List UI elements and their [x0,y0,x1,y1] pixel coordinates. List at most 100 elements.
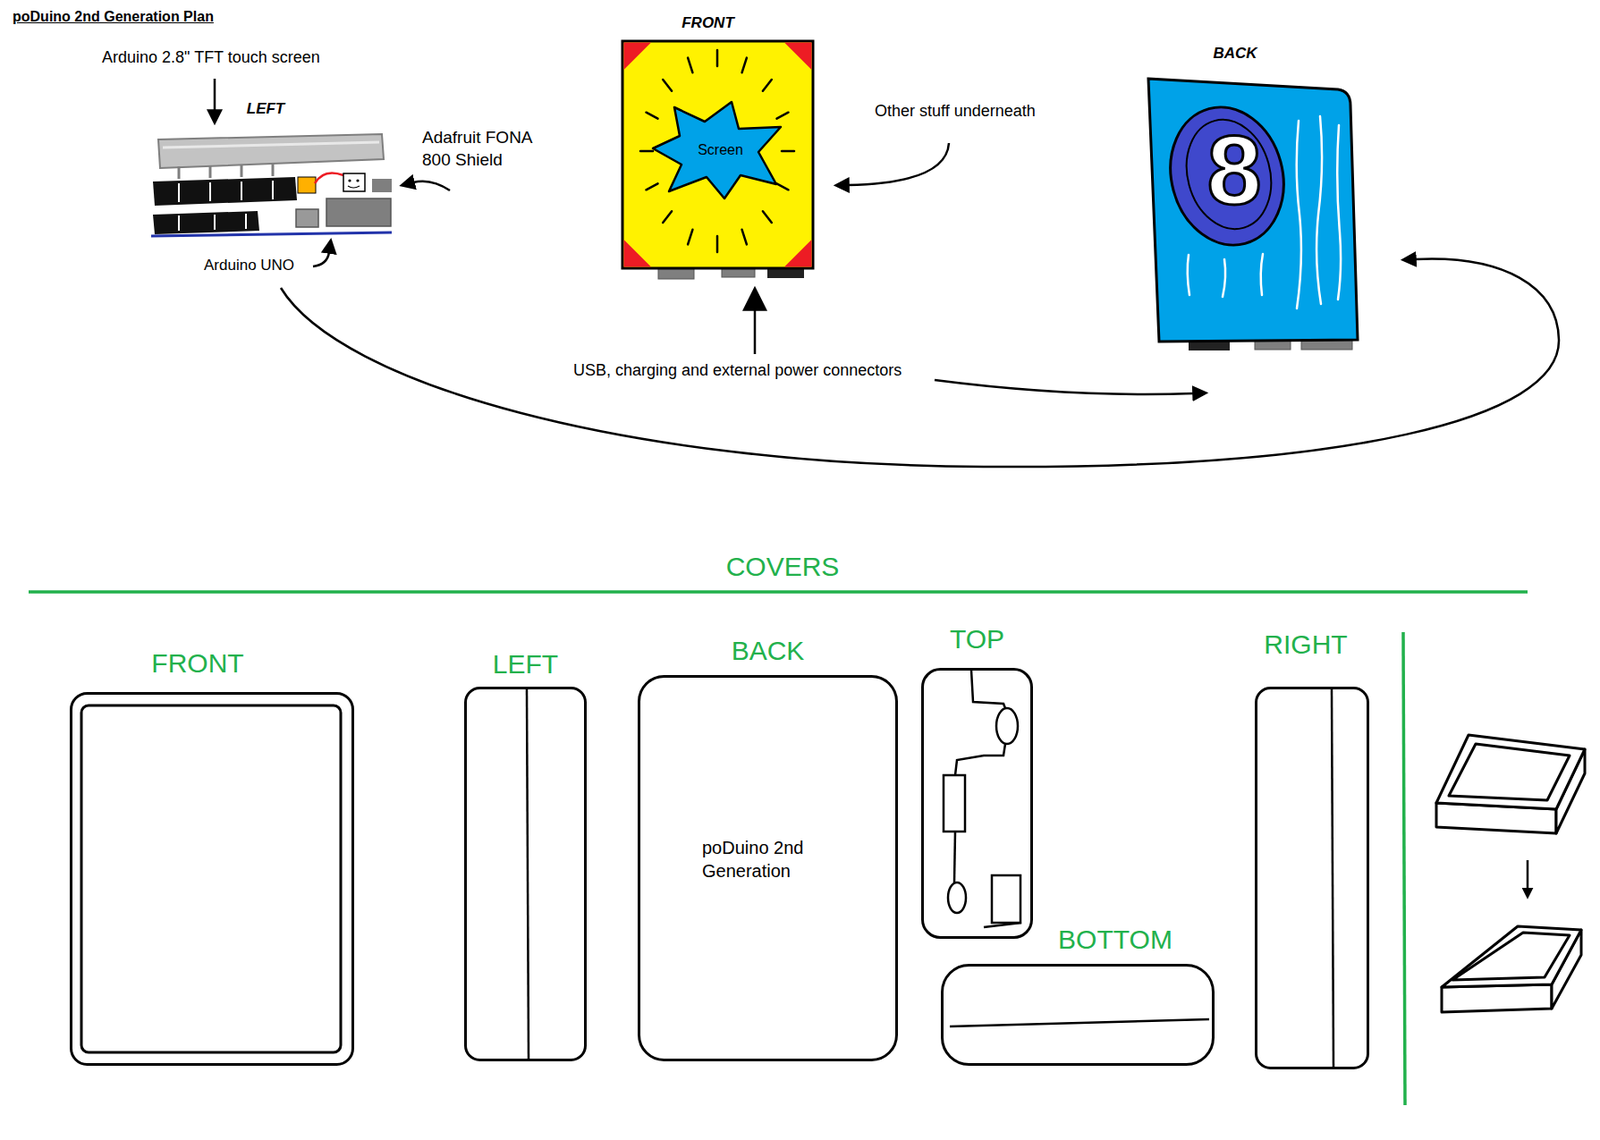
cover-heading: FRONT [0,648,448,680]
tray-arrow [1526,860,1530,889]
board-base [151,232,392,237]
header-gaps-part [240,181,243,201]
red-corner-part [784,239,813,268]
cover-panel-shape [1254,686,1370,1070]
tray-sketch-part [1436,735,1585,810]
shine-lines-part [1222,259,1226,297]
burst-strokes-part [662,79,672,92]
burst-strokes [640,50,795,253]
burst-strokes-part [640,150,653,153]
antenna-jack [372,178,392,193]
shine-lines-part [1187,254,1190,296]
header-gaps-part [213,214,216,230]
leader-arrow [753,308,757,355]
red-corner-part [624,42,652,71]
power-jack [296,209,319,228]
leader-arrow [934,380,1194,395]
callout-label: Adafruit FONA 800 Shield [422,126,561,171]
leader-arrow [280,259,1559,468]
back-view: BACK8 [1144,76,1358,342]
cover-heading: BACK [530,635,1006,668]
burst-strokes-part [762,79,772,92]
cover-fold [1331,689,1334,1067]
header-pins-part [209,165,212,178]
callout-label: Other stuff underneath [874,101,1036,122]
cover-outline [639,677,898,1061]
face-mouth [347,186,360,188]
header-pins [178,163,273,179]
header-gaps-part [177,215,180,231]
view-heading: FRONT [505,14,911,33]
burst-strokes-part [762,211,772,223]
burst-strokes-part [687,229,693,246]
port-cutouts [943,669,1022,928]
cover-panel: RIGHT [1254,686,1370,1070]
burst-strokes-part [662,211,672,223]
section-rule [1403,632,1406,1106]
cover-panel-shape [921,668,1033,940]
tray-sketch [1436,735,1585,834]
cutout-line [954,831,956,883]
screen-star: Screen [652,101,781,199]
connector [658,268,695,280]
header-gaps-part [245,213,247,229]
cover-panel: FRONT [69,692,355,1067]
cover-panel-shape [69,692,355,1067]
cover-panel: BOTTOM [940,964,1215,1067]
logo-digit: 8 [1206,120,1262,220]
header-gaps [178,213,246,231]
connector [767,268,805,279]
sim-module [343,173,365,192]
cutout-line [983,922,1022,928]
cutout-line [971,669,1006,709]
front-view: ScreenFRONT [622,41,813,269]
red-corner-part [624,239,652,268]
callout-label: Arduino 2.8" TFT touch screen [101,48,321,68]
burst-strokes-part [781,150,795,153]
cover-outline [942,965,1214,1066]
face-eye [347,178,351,182]
screen-highlight [162,142,380,148]
logo-ring [1155,94,1299,259]
leader-arrow [313,252,330,267]
tray-sketch [1441,926,1582,1013]
cutout [991,875,1021,923]
cover-panel: LEFT [464,686,587,1062]
cover-outline [1256,688,1369,1069]
view-heading: LEFT [36,100,495,119]
burst-strokes-part [777,112,789,119]
leader-arrow [847,143,949,186]
header-gaps-part [271,180,274,200]
tray-sketch-part [1441,984,1552,1013]
header-gaps-part [209,182,212,202]
red-corner-part [784,42,813,71]
board-stack [151,134,392,237]
cover-panel-shape [940,964,1215,1067]
callout-label: Arduino UNO [203,256,295,275]
face-eye [355,178,359,182]
cutout-line [955,744,1006,776]
usb-jack [326,198,391,227]
section-rule [28,590,1528,594]
header-gaps [178,180,273,203]
cover-heading: RIGHT [1141,629,1471,661]
arduino-uno-board [152,211,260,235]
front-view [622,41,813,280]
side-view: LEFT [151,132,395,240]
shine-lines-part [1296,120,1302,309]
burst-strokes-part [716,236,720,253]
header-pins-part [240,164,244,178]
screen-star [652,101,781,199]
cover-fold [949,1019,1210,1027]
cover-text: poDuino 2nd Generation [702,836,846,883]
callout-label: USB, charging and external power connect… [573,361,902,381]
cover-heading: BOTTOM [871,924,1360,957]
fona-shield [152,177,297,206]
view-heading: BACK [1021,44,1449,63]
back-body [1148,78,1358,342]
leader-arrow [413,181,450,191]
cover-panel: BACKpoDuino 2nd Generation [637,675,898,1062]
cover-heading: LEFT [356,649,695,681]
tray-sketch-part [1448,744,1570,801]
burst-strokes-part [742,58,747,74]
